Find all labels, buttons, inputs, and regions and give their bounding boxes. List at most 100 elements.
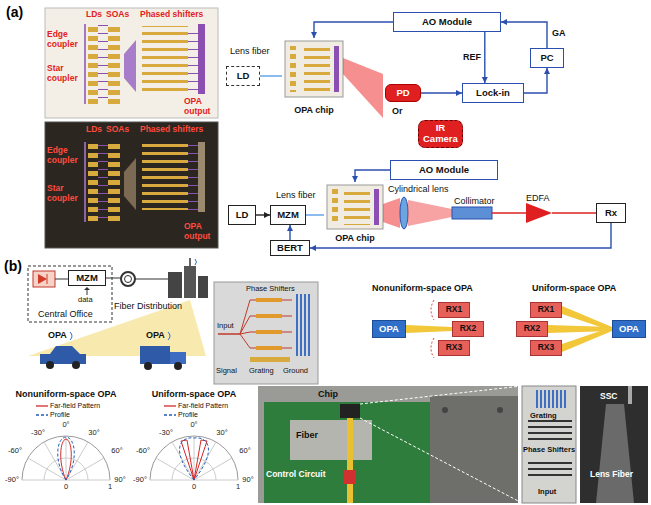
coupling-photo: [580, 386, 648, 503]
opa-schematic: [214, 282, 318, 384]
opa-schematic: [256, 346, 282, 350]
device-box: MZM: [68, 270, 106, 286]
opa-schematic: [256, 298, 282, 302]
coupling-photo: [628, 386, 632, 404]
node-text: OPA chip: [294, 105, 334, 115]
vehicles: [70, 332, 72, 340]
buildings: [184, 266, 196, 298]
central-office: [84, 287, 90, 290]
part-label: Ground: [283, 367, 308, 376]
component-label: Lens fiber: [276, 190, 316, 200]
opa-schematic: [294, 294, 312, 356]
central-office: [28, 266, 121, 322]
opa-chip-image: [285, 41, 343, 97]
legend-entry: Profile: [36, 410, 70, 419]
node-text: Lock-in: [476, 88, 510, 99]
legend-text: Far-field Pattern: [50, 401, 100, 410]
connector: [256, 212, 270, 218]
laser-beam: [343, 58, 383, 118]
part-label: OPA output: [184, 97, 218, 117]
receiver-box: RX2: [452, 321, 484, 337]
opa-chip: OPA chip: [324, 182, 386, 244]
buildings: [168, 258, 208, 298]
part-label: Edge coupler: [47, 146, 83, 166]
part-label: Signal: [216, 367, 237, 376]
photo-label: SSC: [600, 392, 617, 402]
node-text: OPA: [619, 324, 639, 335]
wireless-cone: [28, 300, 206, 356]
connector-line: [310, 223, 611, 248]
chip-photo: [45, 122, 218, 248]
opa-chip-image: [304, 46, 330, 92]
signal-label: data: [78, 296, 93, 305]
connector-line: [524, 68, 547, 93]
legend-text: Profile: [50, 410, 70, 419]
chip-zoom-photo: [528, 458, 572, 480]
legend-line: [36, 405, 48, 406]
opa-schematic: [256, 330, 282, 334]
module-box: PC: [530, 48, 564, 68]
chip-layout-image: [45, 8, 218, 118]
connector-line: [306, 214, 324, 215]
opa-schematic: [240, 300, 292, 348]
part-label: Phase Shifters: [246, 285, 295, 294]
radial-tick: 1: [236, 483, 240, 492]
plot-title: Nonuniform-space OPA: [16, 389, 117, 399]
node-text: LD: [237, 71, 250, 82]
chip-layout-image: [142, 26, 188, 92]
receiver-box: RX3: [438, 340, 470, 356]
central-office: [55, 279, 68, 280]
setup-photo: [258, 386, 522, 503]
setup-photo: [340, 404, 360, 418]
angle-tick: 60°: [111, 447, 122, 456]
opa-schematic: [256, 314, 282, 318]
radial-tick: 0: [192, 483, 196, 492]
setup-photo: [360, 386, 522, 404]
opa-chip-image: [290, 46, 296, 92]
opa-chip-image: [285, 41, 343, 97]
beam-scheme: [406, 300, 612, 358]
angle-tick: -30°: [159, 429, 173, 438]
receiver-box: RX1: [438, 302, 470, 318]
optical-path: [492, 212, 526, 214]
setup-photo: [264, 402, 430, 503]
chip-photo: [108, 142, 120, 222]
legend-line: [164, 405, 176, 406]
setup-photo: [360, 418, 522, 503]
chip-photo: [45, 122, 218, 248]
arrow-head: [501, 19, 507, 25]
vehicles: [144, 362, 152, 370]
polar-plot: [150, 436, 238, 480]
polar-plot: [150, 436, 238, 480]
polar-plot: [58, 437, 75, 480]
angle-tick: 60°: [239, 447, 250, 456]
connector: [306, 215, 324, 216]
photo-label: Input: [538, 488, 556, 497]
chip-layout-image: [198, 24, 205, 94]
opa-box: OPA: [612, 320, 646, 338]
component-label: EDFA: [526, 193, 550, 203]
site-label: Central Office: [38, 309, 93, 319]
device-box: BERT: [270, 240, 310, 256]
setup-photo: [344, 470, 356, 484]
setup-photo: [497, 407, 503, 413]
angle-tick: -90°: [133, 476, 147, 485]
setup-photo: [290, 420, 372, 460]
legend-text: Profile: [178, 410, 198, 419]
photo-label: Control Circuit: [266, 470, 326, 480]
polar-plot: [180, 438, 209, 480]
module-box: Lock-in: [462, 83, 524, 103]
connector: [524, 68, 550, 93]
central-office: [87, 290, 88, 295]
angle-tick: 0°: [62, 421, 69, 430]
connector-line: [484, 32, 485, 83]
part-label: Grating: [249, 367, 274, 376]
beam-scheme: [431, 300, 434, 320]
fiber-spool: [125, 276, 132, 283]
legend-text: Far-field Pattern: [178, 401, 228, 410]
arrow-head: [352, 176, 358, 182]
component-label: Lens fiber: [230, 46, 270, 56]
legend-entry: Far-field Pattern: [36, 401, 100, 410]
part-label: Edge coupler: [47, 30, 83, 50]
chip-layout-image: [45, 8, 218, 118]
